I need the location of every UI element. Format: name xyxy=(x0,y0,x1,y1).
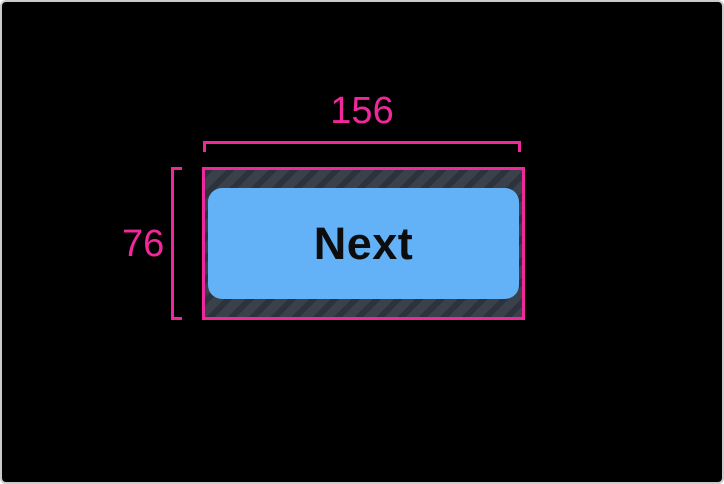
width-bracket xyxy=(203,141,521,152)
height-value-label: 76 xyxy=(122,222,165,265)
next-button[interactable]: Next xyxy=(208,188,519,299)
width-value-label: 156 xyxy=(330,90,394,132)
width-measurement: 156 xyxy=(203,91,521,152)
height-bracket xyxy=(171,167,182,320)
height-measurement: 76 xyxy=(122,167,182,320)
touch-target-bounds: Next xyxy=(202,167,525,320)
